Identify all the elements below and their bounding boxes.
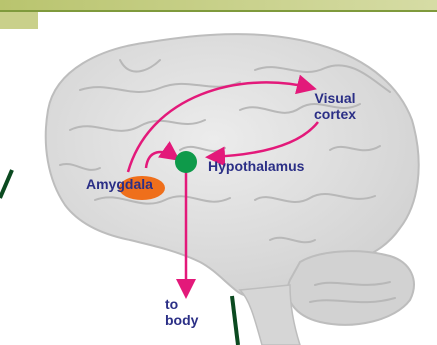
pointer-line-bottom <box>232 296 238 345</box>
pointer-line-left <box>0 170 12 198</box>
visual-cortex-label: Visual cortex <box>314 90 356 122</box>
to-body-label: to body <box>165 296 198 328</box>
cerebellum <box>288 251 414 325</box>
hypothalamus-label: Hypothalamus <box>208 158 304 174</box>
amygdala-label: Amygdala <box>86 176 153 192</box>
hypothalamus-shape <box>175 151 197 173</box>
